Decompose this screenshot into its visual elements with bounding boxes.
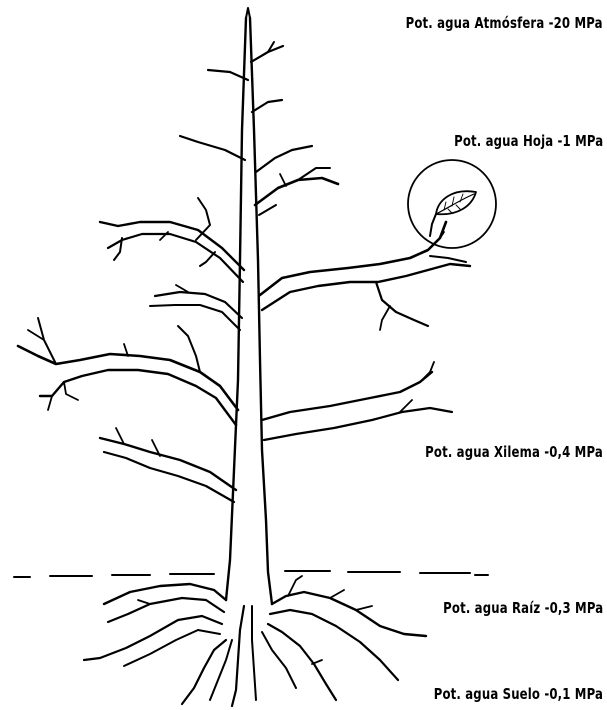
trunk [226,8,272,604]
leaf-potential-label: Pot. agua Hoja -1 MPa [454,132,603,150]
xylem-potential-label: Pot. agua Xilema -0,4 MPa [425,443,603,461]
atmosphere-potential-label: Pot. agua Atmósfera -20 MPa [406,14,603,32]
right-branch-lower [262,362,452,440]
upper-left-branch [100,198,244,282]
leaf-callout [408,160,496,248]
lower-left-branch [100,428,236,502]
root-potential-label: Pot. agua Raíz -0,3 MPa [443,599,603,617]
large-left-branch [18,318,238,425]
soil-potential-label: Pot. agua Suelo -0,1 MPa [434,685,603,703]
ground-line [14,571,488,577]
roots [84,576,426,706]
top-branches [180,42,338,215]
right-branch-upper [260,222,470,330]
mid-left-branch [150,285,242,330]
